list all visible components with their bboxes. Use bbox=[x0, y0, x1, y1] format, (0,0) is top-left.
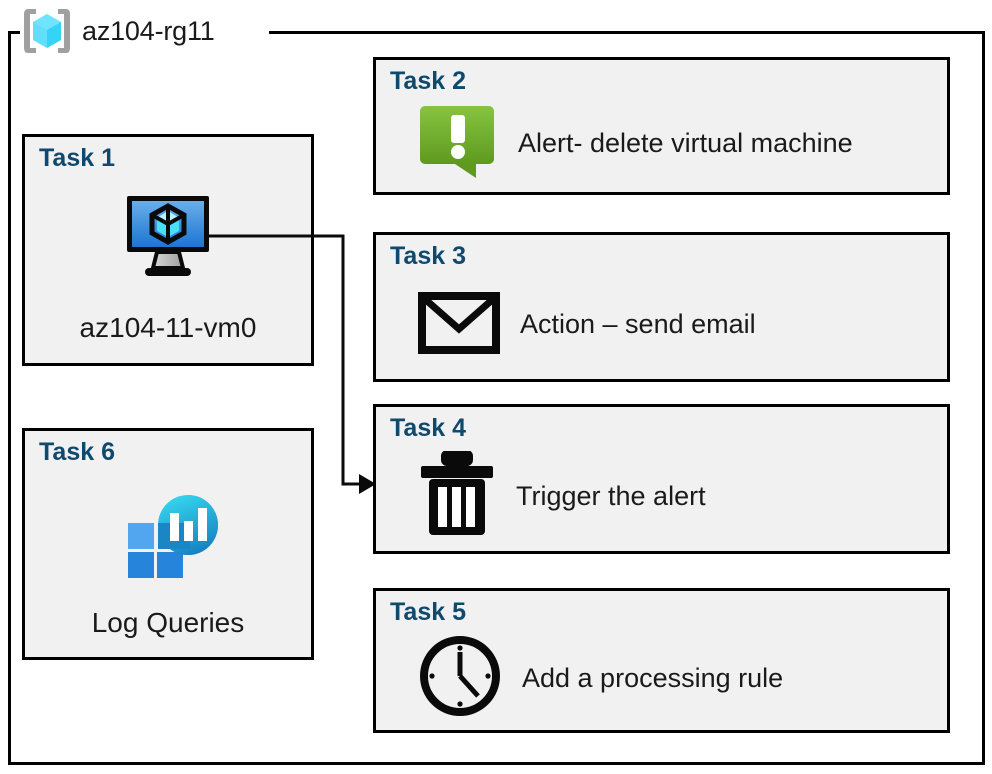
task-6-label: Task 6 bbox=[39, 438, 115, 466]
task-5-label: Task 5 bbox=[390, 598, 466, 626]
task-1-label: Task 1 bbox=[39, 144, 115, 172]
task-1-text: az104-11-vm0 bbox=[79, 311, 257, 343]
resource-group-header: az104-rg11 bbox=[20, 4, 221, 58]
envelope-icon bbox=[418, 291, 500, 359]
task-2-text: Alert- delete virtual machine bbox=[518, 128, 853, 159]
container-border-top-right bbox=[269, 31, 985, 34]
task-3-card[interactable]: Task 3 Action – send email bbox=[373, 232, 950, 382]
clock-icon bbox=[418, 634, 502, 723]
task-4-card[interactable]: Task 4 Trigger the alert bbox=[373, 404, 950, 554]
task-2-label: Task 2 bbox=[390, 67, 466, 95]
task-3-text: Action – send email bbox=[520, 309, 756, 340]
log-analytics-icon bbox=[118, 487, 218, 584]
virtual-machine-icon bbox=[121, 194, 215, 285]
trash-can-icon bbox=[418, 449, 496, 544]
task-5-card[interactable]: Task 5 Add a processing rule bbox=[373, 588, 950, 733]
task-6-text: Log Queries bbox=[91, 607, 245, 639]
alert-bubble-icon bbox=[418, 104, 498, 185]
resource-group-icon bbox=[20, 6, 74, 56]
task-6-card[interactable]: Task 6 bbox=[22, 428, 314, 660]
task-1-card[interactable]: Task 1 bbox=[22, 134, 314, 366]
task-2-card[interactable]: Task 2 Alert- delete virtual machin bbox=[373, 57, 950, 195]
resource-group-title: az104-rg11 bbox=[82, 15, 215, 46]
task-5-text: Add a processing rule bbox=[522, 662, 784, 693]
task-4-text: Trigger the alert bbox=[516, 481, 706, 512]
container-border-top-left bbox=[8, 31, 22, 34]
task-3-label: Task 3 bbox=[390, 242, 466, 270]
resource-group-container bbox=[8, 31, 985, 765]
task-4-label: Task 4 bbox=[390, 414, 466, 442]
